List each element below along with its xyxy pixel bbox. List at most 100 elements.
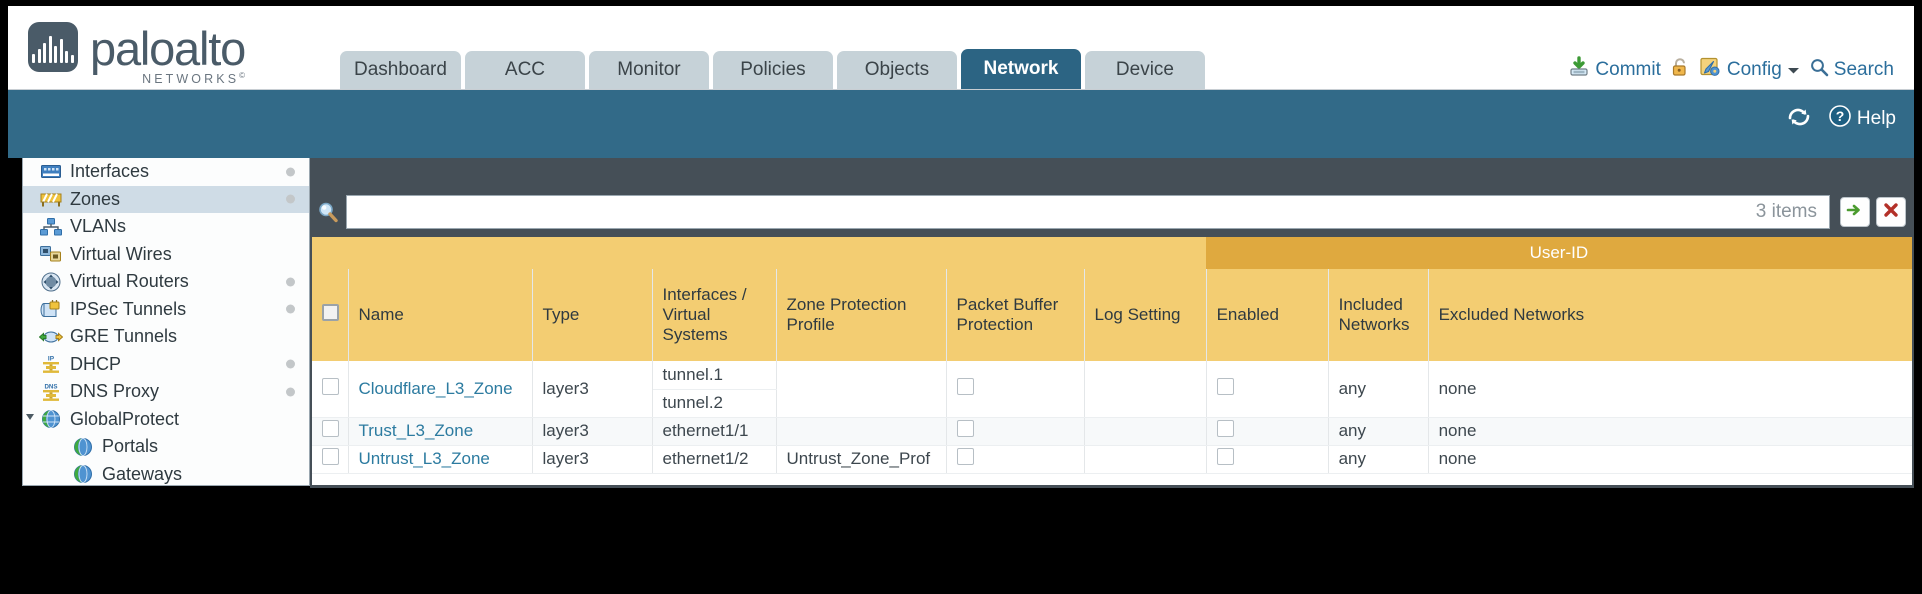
virtual-routers-icon bbox=[39, 272, 63, 292]
sidebar-label: VLANs bbox=[70, 216, 127, 237]
sidebar-label: Portals bbox=[102, 436, 159, 457]
zones-table: User-ID Name Type Interfaces / Virtual S… bbox=[312, 237, 1912, 474]
column-header-included-networks[interactable]: Included Networks bbox=[1328, 269, 1429, 361]
expander-caret-icon[interactable] bbox=[26, 414, 34, 424]
virtual-wires-icon bbox=[39, 245, 63, 263]
row-select-checkbox[interactable] bbox=[322, 420, 339, 437]
userid-enabled-checkbox[interactable] bbox=[1216, 377, 1234, 395]
column-header-interfaces[interactable]: Interfaces / Virtual Systems bbox=[652, 269, 777, 361]
zone-name-link[interactable]: Trust_L3_Zone bbox=[358, 421, 474, 440]
cell-userid-enabled[interactable] bbox=[1206, 417, 1329, 446]
sidebar-label: Virtual Wires bbox=[70, 243, 172, 264]
group-header-userid: User-ID bbox=[1206, 237, 1912, 269]
cell-zone-protection-profile bbox=[776, 417, 947, 446]
sidebar-label: DHCP bbox=[70, 353, 122, 374]
tab-dashboard[interactable]: Dashboard bbox=[340, 51, 461, 89]
userid-enabled-checkbox[interactable] bbox=[1216, 420, 1234, 437]
cell-name[interactable]: Cloudflare_L3_Zone bbox=[348, 361, 533, 418]
clear-filter-button[interactable] bbox=[1876, 197, 1906, 227]
userid-enabled-checkbox[interactable] bbox=[1216, 448, 1234, 465]
column-header-log-setting[interactable]: Log Setting bbox=[1084, 269, 1207, 361]
sidebar-item-dhcp[interactable]: IP DHCP bbox=[23, 351, 309, 379]
config-button[interactable]: Config bbox=[1699, 56, 1800, 84]
cell-packet-buffer-protection[interactable] bbox=[946, 417, 1085, 446]
cell-included-networks: any bbox=[1328, 361, 1429, 418]
table-row-continuation[interactable]: tunnel.2 bbox=[312, 389, 1912, 418]
row-select-checkbox[interactable] bbox=[322, 377, 339, 395]
zone-name-link[interactable]: Cloudflare_L3_Zone bbox=[358, 378, 513, 398]
cell-packet-buffer-protection[interactable] bbox=[946, 361, 1085, 418]
column-header-excluded-networks[interactable]: Excluded Networks bbox=[1428, 269, 1912, 361]
packet-buffer-protection-checkbox[interactable] bbox=[956, 420, 974, 437]
search-input[interactable]: 3 items bbox=[346, 195, 1830, 229]
main-tab-bar: Dashboard ACC Monitor Policies Objects N… bbox=[340, 49, 1205, 89]
cell-userid-enabled[interactable] bbox=[1206, 361, 1329, 418]
tab-objects[interactable]: Objects bbox=[836, 51, 957, 89]
tab-acc[interactable]: ACC bbox=[464, 51, 585, 89]
table-row[interactable]: Untrust_L3_Zone layer3 ethernet1/2 Untru… bbox=[312, 445, 1912, 474]
cell-name[interactable]: Trust_L3_Zone bbox=[348, 417, 533, 446]
commit-label: Commit bbox=[1595, 59, 1661, 80]
column-header-name[interactable]: Name bbox=[348, 269, 533, 361]
sidebar-label: Interfaces bbox=[70, 161, 150, 182]
commit-button[interactable]: Commit bbox=[1568, 56, 1661, 84]
svg-text:IP: IP bbox=[48, 356, 55, 363]
row-select-cell[interactable] bbox=[312, 361, 349, 418]
cell-name[interactable]: Untrust_L3_Zone bbox=[348, 445, 533, 474]
portals-icon bbox=[71, 437, 95, 457]
search-label: Search bbox=[1833, 59, 1894, 80]
zone-name-link[interactable]: Untrust_L3_Zone bbox=[358, 449, 490, 468]
tab-policies[interactable]: Policies bbox=[712, 51, 833, 89]
search-button[interactable]: Search bbox=[1809, 57, 1894, 83]
column-header-packet-buffer-protection[interactable]: Packet Buffer Protection bbox=[946, 269, 1085, 361]
packet-buffer-protection-checkbox[interactable] bbox=[956, 448, 974, 465]
sidebar-item-gateways[interactable]: Gateways bbox=[23, 461, 309, 486]
sidebar-item-zones[interactable]: Zones bbox=[23, 185, 309, 213]
column-header-type[interactable]: Type bbox=[532, 269, 653, 361]
filter-magnifier-icon[interactable] bbox=[310, 200, 346, 224]
gateways-icon bbox=[71, 464, 95, 484]
item-count-label: 3 items bbox=[1755, 201, 1817, 222]
sidebar-item-dns-proxy[interactable]: DNS DNS Proxy bbox=[23, 378, 309, 406]
packet-buffer-protection-checkbox[interactable] bbox=[956, 377, 974, 395]
column-header-zone-protection-profile[interactable]: Zone Protection Profile bbox=[776, 269, 947, 361]
cell-excluded-networks: none bbox=[1428, 445, 1912, 474]
sidebar-item-interfaces[interactable]: Interfaces bbox=[23, 158, 309, 186]
cell-packet-buffer-protection[interactable] bbox=[946, 445, 1085, 474]
sidebar-item-gre-tunnels[interactable]: GRE Tunnels bbox=[23, 323, 309, 351]
tab-network[interactable]: Network bbox=[960, 49, 1081, 89]
table-row[interactable]: Cloudflare_L3_Zone layer3 tunnel.1 any bbox=[312, 361, 1912, 418]
tab-monitor[interactable]: Monitor bbox=[588, 51, 709, 89]
sidebar-item-ipsec-tunnels[interactable]: IPSec Tunnels bbox=[23, 296, 309, 324]
chevron-down-icon[interactable] bbox=[1787, 59, 1800, 81]
cell-userid-enabled[interactable] bbox=[1206, 445, 1329, 474]
sidebar-label: Gateways bbox=[102, 463, 183, 484]
sidebar-item-globalprotect[interactable]: GlobalProtect bbox=[23, 406, 309, 434]
lock-button[interactable] bbox=[1670, 57, 1690, 84]
help-button[interactable]: ? Help bbox=[1828, 104, 1896, 134]
row-select-checkbox[interactable] bbox=[322, 448, 339, 465]
svg-text:DNS: DNS bbox=[44, 383, 57, 390]
table-row[interactable]: Trust_L3_Zone layer3 ethernet1/1 any bbox=[312, 417, 1912, 446]
interfaces-icon bbox=[39, 164, 63, 179]
sidebar-item-vlans[interactable]: VLANs bbox=[23, 213, 309, 241]
cell-excluded-networks: none bbox=[1428, 361, 1912, 418]
row-select-cell[interactable] bbox=[312, 417, 349, 446]
table-column-header-row: Name Type Interfaces / Virtual Systems Z… bbox=[312, 269, 1912, 361]
row-select-cell[interactable] bbox=[312, 445, 349, 474]
cell-type: layer3 bbox=[532, 417, 653, 446]
sidebar-item-virtual-wires[interactable]: Virtual Wires bbox=[23, 241, 309, 269]
network-sidebar: Interfaces Zones VLANs Virtual Wires bbox=[22, 158, 310, 486]
refresh-icon[interactable] bbox=[1786, 105, 1812, 134]
select-all-checkbox[interactable] bbox=[322, 304, 339, 321]
apply-filter-button[interactable] bbox=[1840, 197, 1870, 227]
select-all-header[interactable] bbox=[312, 269, 349, 361]
sidebar-item-virtual-routers[interactable]: Virtual Routers bbox=[23, 268, 309, 296]
tab-device[interactable]: Device bbox=[1084, 51, 1205, 89]
cell-interface: tunnel.2 bbox=[652, 389, 777, 418]
sidebar-item-portals[interactable]: Portals bbox=[23, 433, 309, 461]
cell-log-setting bbox=[1084, 445, 1207, 474]
column-header-enabled[interactable]: Enabled bbox=[1206, 269, 1329, 361]
band-actions: ? Help bbox=[1786, 104, 1896, 134]
